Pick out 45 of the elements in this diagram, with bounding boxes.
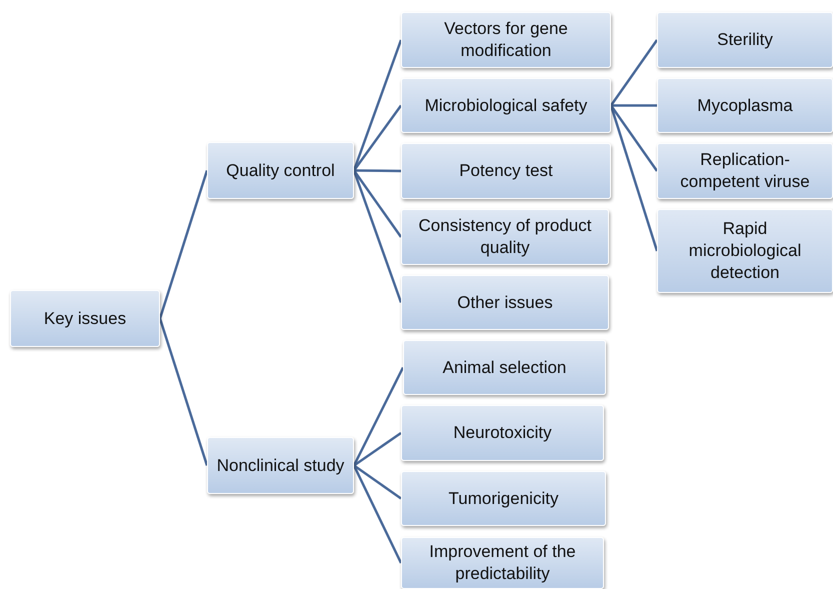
topic-label: Other issues [457, 292, 553, 314]
topic-label: Animal selection [442, 356, 566, 378]
topic-label: Mycoplasma [697, 94, 793, 116]
topic-box [657, 12, 833, 68]
topic-label: Neurotoxicity [453, 422, 552, 444]
connector-line [610, 104, 658, 172]
topic-box [401, 143, 611, 199]
topic-box [401, 471, 606, 526]
topic-label: Consistency of product quality [418, 215, 592, 259]
connector-line [352, 104, 402, 172]
connector-line [352, 366, 404, 466]
connector-line [158, 170, 208, 319]
topic-label: Quality control [226, 160, 335, 182]
connector-line [353, 432, 402, 467]
topic-box [207, 437, 354, 494]
topic-box [403, 340, 606, 395]
connector-line [610, 39, 658, 106]
topic-box [657, 209, 833, 293]
connector-line [611, 104, 657, 107]
topic-label: Replication-competent viruse [679, 149, 811, 193]
topic-box [657, 143, 833, 199]
connector-line [352, 170, 402, 238]
topic-label: Rapid microbiological detection [688, 218, 802, 284]
topic-label: Microbiological safety [424, 94, 588, 116]
topic-box [401, 78, 611, 133]
topic-label: Sterility [717, 29, 773, 51]
topic-label: Improvement of the predictability [428, 541, 577, 585]
topic-box [401, 275, 609, 330]
topic-box [207, 142, 354, 199]
topic-box [401, 405, 604, 461]
connector-line [352, 464, 402, 564]
topic-label: Nonclinical study [216, 454, 344, 476]
connector-line [354, 169, 402, 172]
connector-line [352, 40, 402, 171]
topic-box [401, 537, 604, 589]
topic-label: Tumorigenicity [448, 488, 558, 510]
topic-box [401, 12, 611, 68]
topic-box [657, 78, 833, 133]
topic-box [401, 209, 609, 265]
connector-line [353, 464, 402, 500]
topic-label: Potency test [459, 160, 553, 182]
connector-line [158, 318, 208, 466]
topic-label: Key issues [44, 308, 126, 330]
topic-box [10, 290, 160, 347]
topic-label: Vectors for gene modification [443, 18, 569, 62]
